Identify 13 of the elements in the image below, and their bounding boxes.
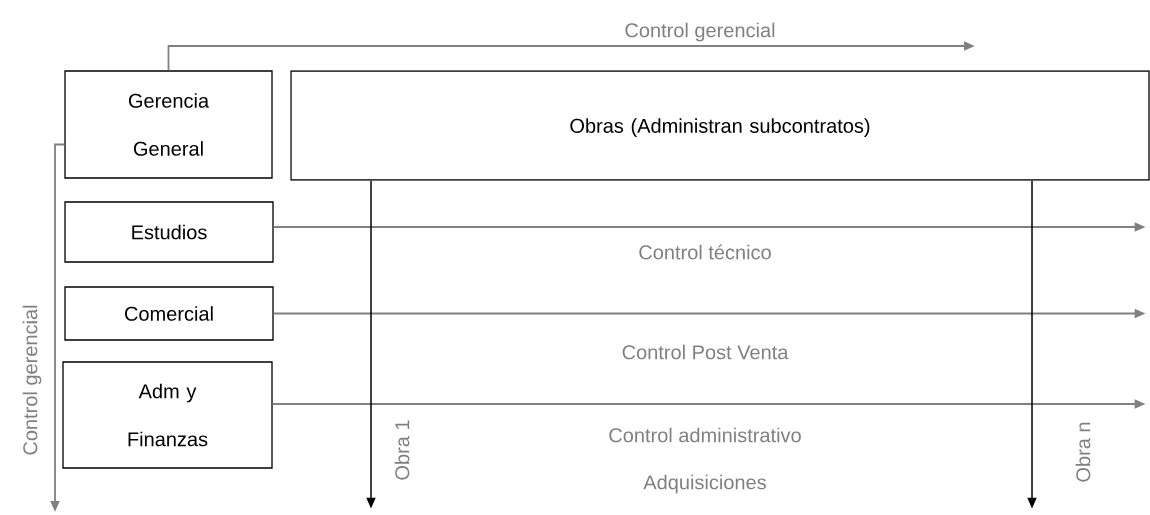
process-box: Comercial xyxy=(64,286,274,341)
edge-label: Control gerencial xyxy=(22,305,42,455)
edge-label: Control técnico xyxy=(639,244,771,260)
edge-label: Control administrativo xyxy=(609,427,801,443)
process-box: Adm y Finanzas xyxy=(62,361,273,469)
edge-label: Obra 1 xyxy=(394,420,410,480)
edge-label: Obra n xyxy=(1075,422,1091,482)
edge-label: Control Post Venta xyxy=(622,344,789,360)
text-label: Adquisiciones xyxy=(643,474,766,494)
process-box: Estudios xyxy=(64,201,274,263)
process-box: Obras (Administran subcontratos) xyxy=(290,70,1150,181)
edge-label: Control gerencial xyxy=(625,22,775,42)
process-box: Gerencia General xyxy=(64,70,273,179)
